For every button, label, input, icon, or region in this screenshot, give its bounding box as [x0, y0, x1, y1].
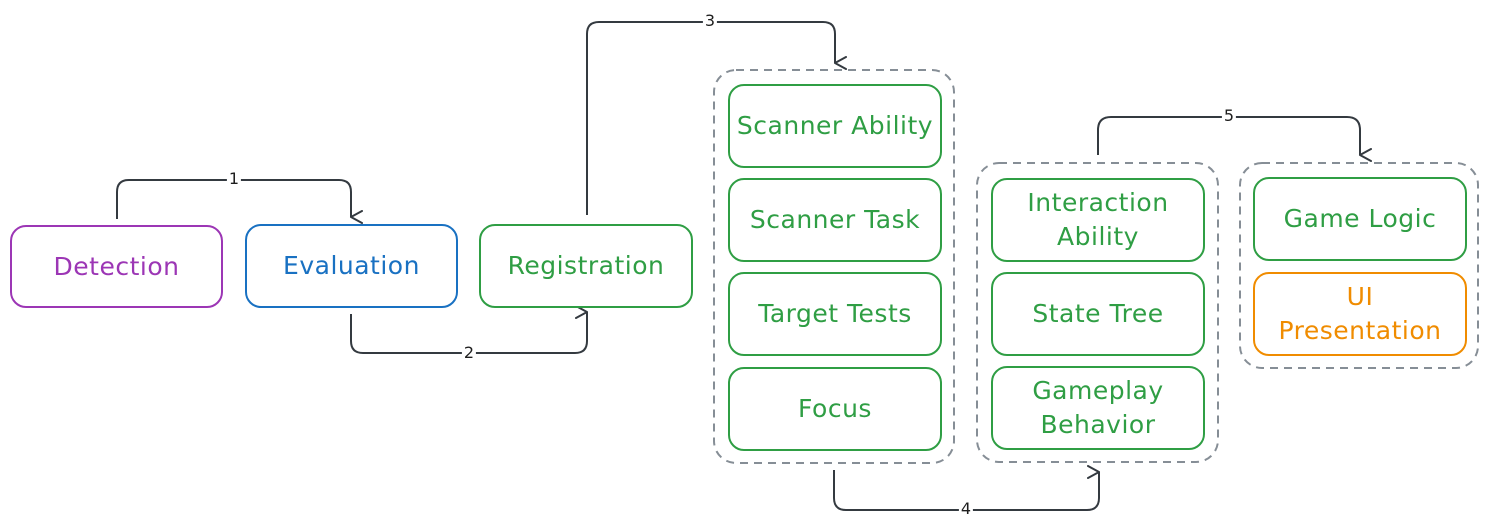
registration-node[interactable]: Registration: [479, 224, 693, 308]
edge-2-label: 2: [461, 343, 477, 362]
interaction-ability-label: Interaction Ability: [1027, 188, 1169, 251]
edge-1-label: 1: [226, 169, 242, 188]
scanner-ability-label: Scanner Ability: [736, 111, 934, 141]
game-logic-label: Game Logic: [1283, 204, 1437, 234]
scanner-task-label: Scanner Task: [749, 205, 921, 235]
target-tests-node[interactable]: Target Tests: [728, 272, 942, 356]
gameplay-behavior-node[interactable]: Gameplay Behavior: [991, 366, 1205, 450]
group-scanner-container: [713, 69, 955, 464]
detection-label: Detection: [53, 251, 180, 281]
ui-presentation-node[interactable]: UI Presentation: [1253, 272, 1467, 356]
edge-4-label: 4: [958, 499, 974, 518]
target-tests-label: Target Tests: [758, 299, 912, 329]
edge-5-label: 5: [1221, 106, 1237, 125]
focus-node[interactable]: Focus: [728, 367, 942, 451]
registration-label: Registration: [507, 251, 665, 281]
evaluation-label: Evaluation: [283, 251, 420, 281]
focus-label: Focus: [798, 394, 872, 424]
ui-presentation-label: UI Presentation: [1278, 282, 1442, 345]
state-tree-label: State Tree: [1032, 299, 1164, 329]
detection-node[interactable]: Detection: [10, 225, 223, 308]
scanner-task-node[interactable]: Scanner Task: [728, 178, 942, 262]
group-logic-container: [1239, 162, 1479, 369]
interaction-ability-node[interactable]: Interaction Ability: [991, 178, 1205, 262]
edge-3-label: 3: [702, 11, 718, 30]
game-logic-node[interactable]: Game Logic: [1253, 177, 1467, 261]
state-tree-node[interactable]: State Tree: [991, 272, 1205, 356]
evaluation-node[interactable]: Evaluation: [245, 224, 458, 308]
gameplay-behavior-label: Gameplay Behavior: [1032, 376, 1164, 439]
group-interaction-container: [976, 162, 1219, 463]
scanner-ability-node[interactable]: Scanner Ability: [728, 84, 942, 168]
